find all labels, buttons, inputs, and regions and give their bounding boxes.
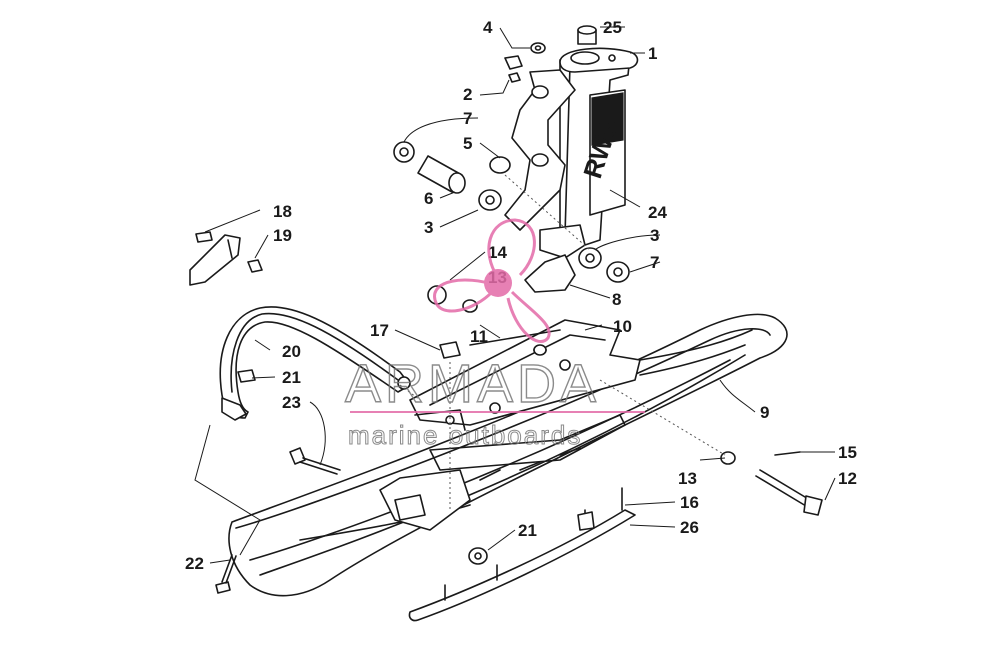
ski-bracket-part (409, 319, 641, 431)
callout-7-upper: 7 (463, 109, 472, 128)
lock-nut-part (439, 341, 461, 359)
bushing-part (393, 141, 415, 163)
callout-18: 18 (273, 202, 292, 221)
callout-26: 26 (680, 518, 699, 537)
callout-3-left: 3 (424, 218, 433, 237)
clip-bracket-part (189, 231, 263, 286)
callout-11: 11 (470, 327, 488, 346)
callout-2: 2 (463, 85, 472, 104)
cotter-pin-part (774, 451, 801, 456)
spindle-bolt-part (755, 469, 823, 516)
callout-10: 10 (613, 317, 632, 336)
callout-19: 19 (273, 226, 292, 245)
sleeve-part (489, 156, 511, 174)
callout-12: 12 (838, 469, 857, 488)
propeller-logo-icon (433, 218, 551, 343)
callout-21-upper: 21 (282, 368, 301, 387)
leader-lines (194, 26, 836, 564)
callout-6: 6 (424, 189, 433, 208)
callout-4: 4 (483, 18, 493, 37)
callout-24: 24 (648, 203, 667, 222)
callout-7-right: 7 (650, 253, 659, 272)
callout-15: 15 (838, 443, 857, 462)
ski-bolt-part (215, 554, 237, 594)
pin-part (417, 155, 466, 194)
stopper-part (524, 254, 576, 293)
right-spacer-part (578, 247, 602, 269)
callout-9: 9 (760, 403, 769, 422)
callout-21-lower: 21 (518, 521, 537, 540)
steering-arm-part (559, 47, 639, 73)
watermark: ARMADA marine outboards (344, 218, 645, 451)
watermark-brand: ARMADA (345, 354, 600, 414)
spacer-part (478, 189, 502, 211)
wear-bar-part (408, 487, 636, 622)
callout-3-right: 3 (650, 226, 659, 245)
handle-nut-part (237, 369, 256, 383)
callout-5: 5 (463, 134, 472, 153)
callout-1: 1 (648, 44, 657, 63)
lower-nut-part (468, 547, 488, 565)
callout-25: 25 (603, 18, 622, 37)
ski-handle-part (219, 306, 411, 421)
washer-part (530, 42, 546, 54)
callout-13-lower: 13 (678, 469, 697, 488)
callout-labels: 25 1 4 2 7 5 6 3 24 3 7 8 14 13 10 11 17… (185, 18, 857, 573)
bracket-washer-part (533, 344, 547, 356)
ski-saddle-part (379, 414, 626, 531)
callout-20: 20 (282, 342, 301, 361)
alignment-lines (399, 174, 726, 510)
callout-17: 17 (370, 321, 389, 340)
callout-14: 14 (488, 243, 507, 262)
callout-22: 22 (185, 554, 204, 573)
spindle-cap-part (577, 25, 597, 45)
handle-bolt-part (289, 447, 341, 475)
small-nut-part (508, 72, 521, 83)
spindle-part: RWS (504, 51, 631, 259)
callout-23: 23 (282, 393, 301, 412)
callout-16: 16 (680, 493, 699, 512)
watermark-tagline: marine outboards (348, 420, 582, 450)
nut-part (504, 55, 523, 70)
callout-8: 8 (612, 290, 621, 309)
right-bushing-part (606, 261, 630, 283)
